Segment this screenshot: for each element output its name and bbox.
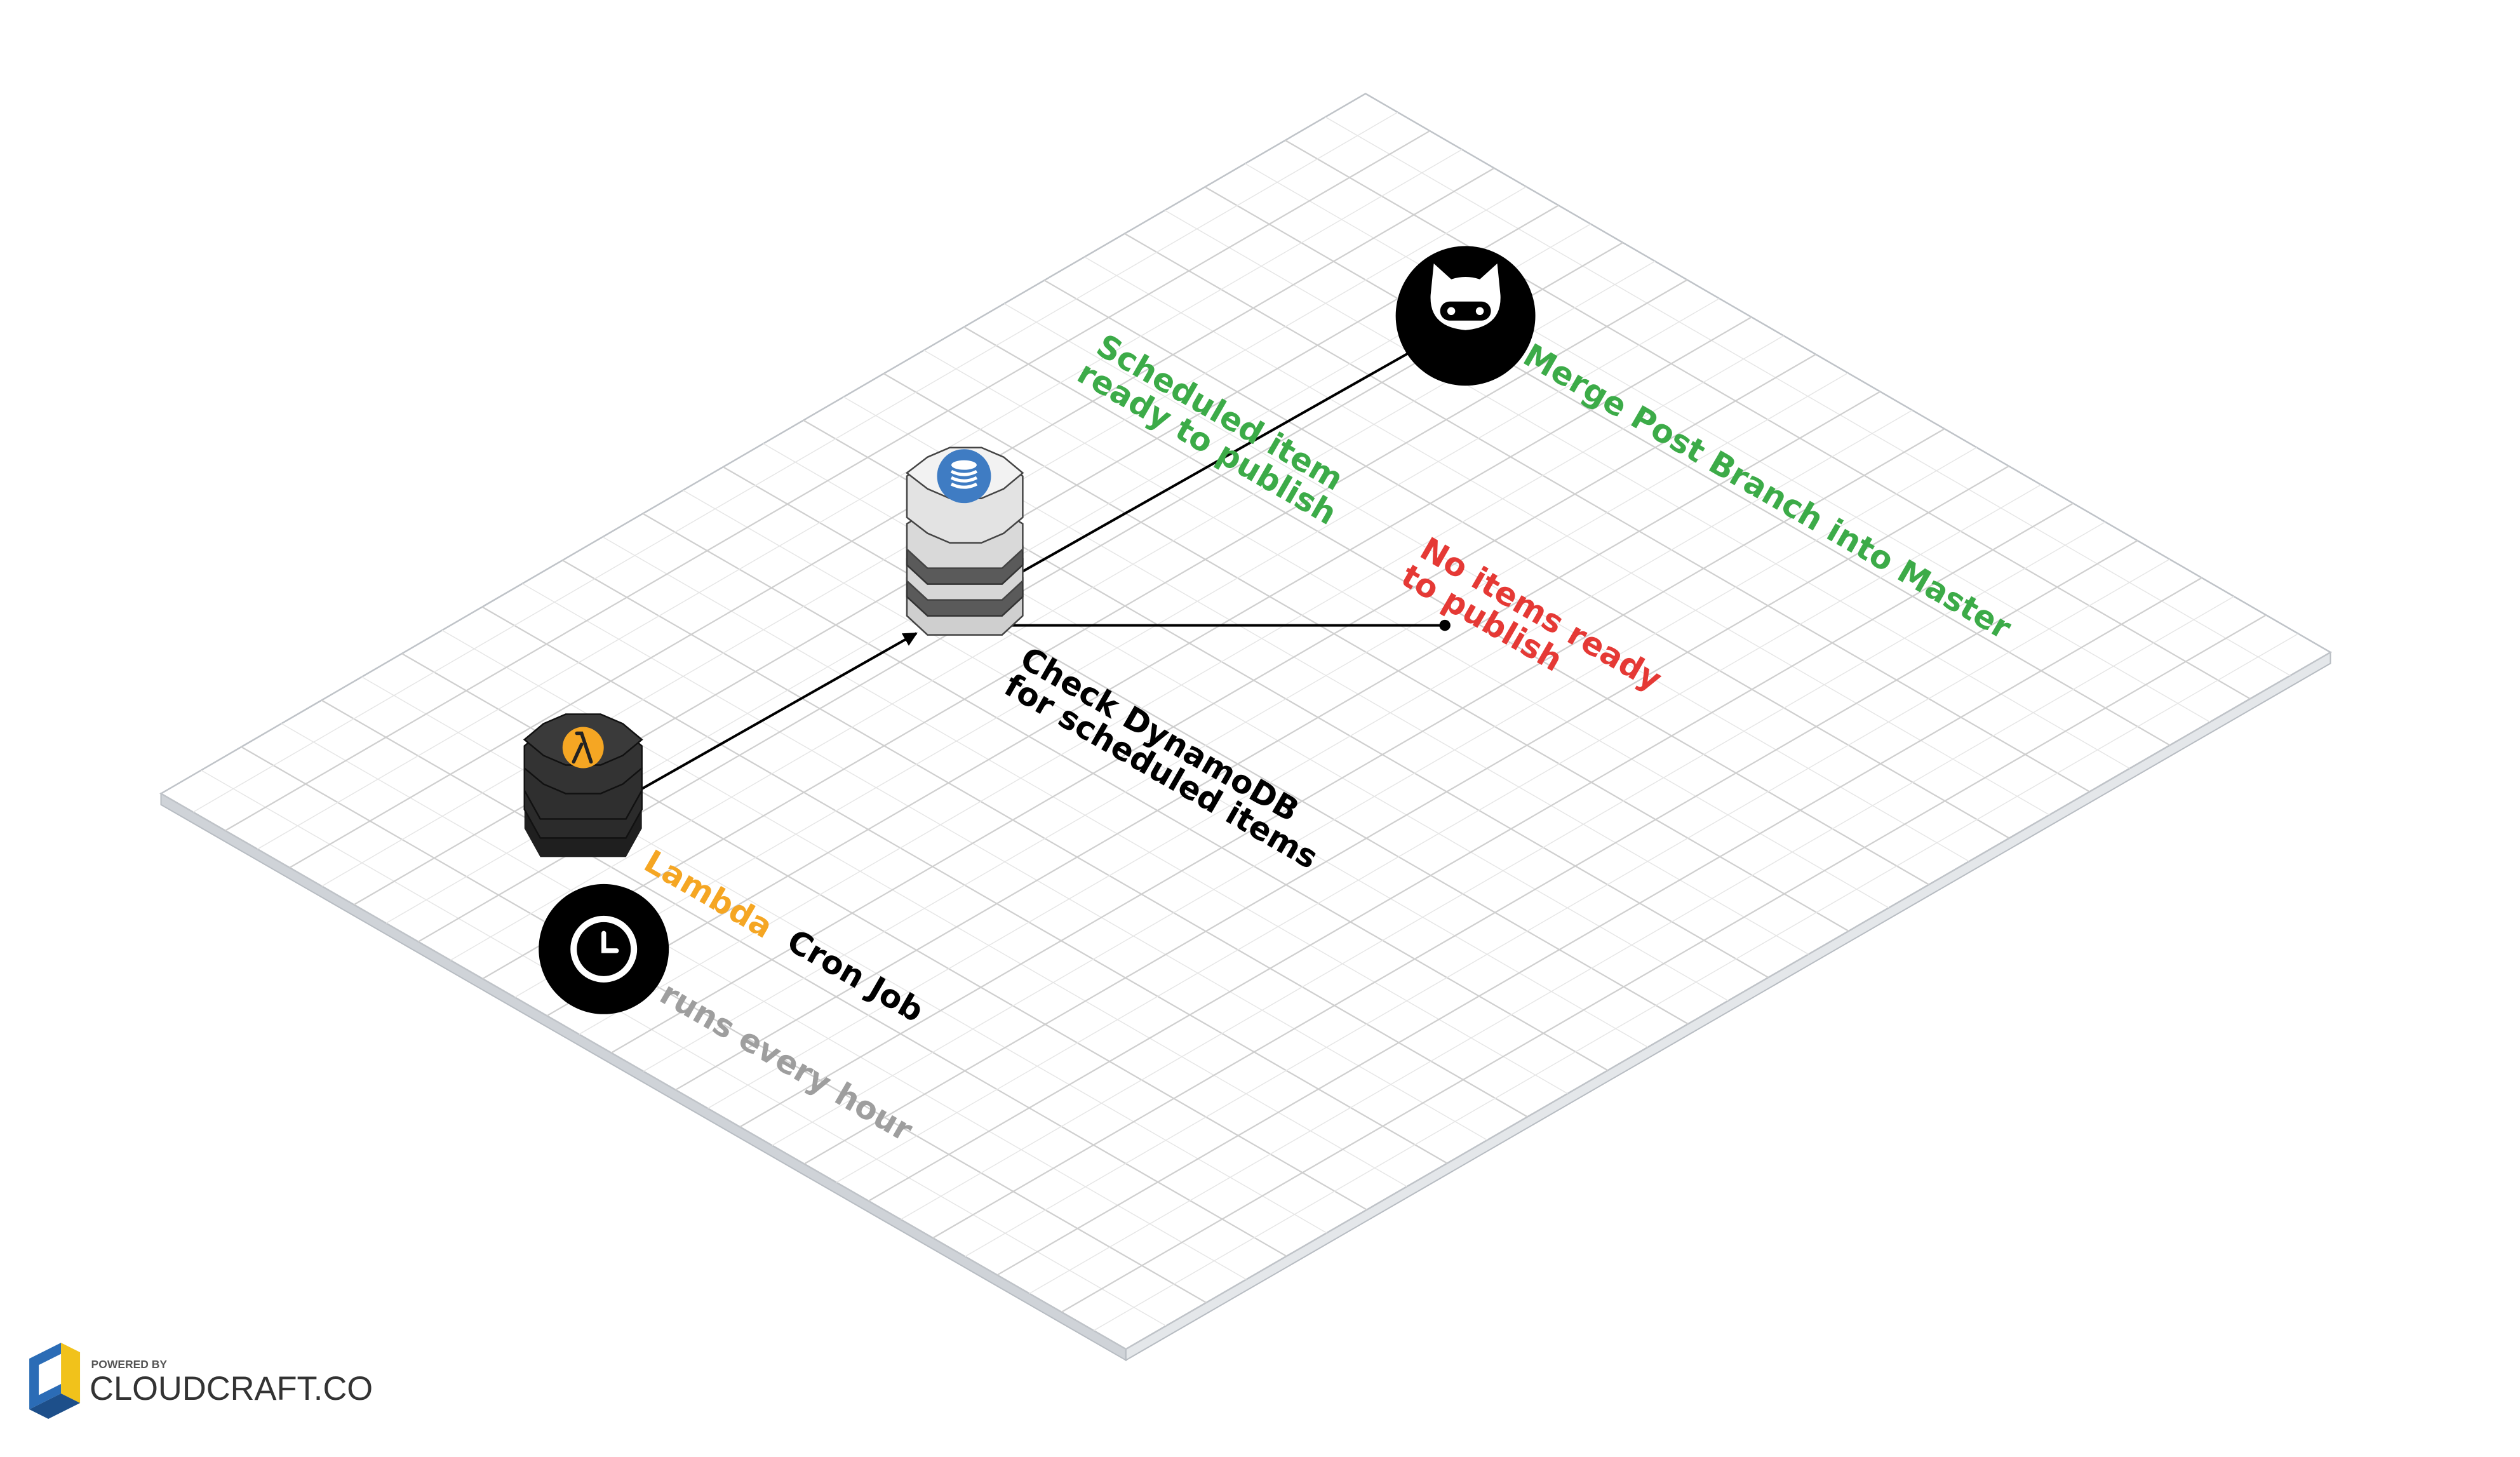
grid-line	[739, 428, 1945, 1128]
grid-line	[868, 502, 2074, 1202]
grid-line	[482, 279, 1688, 979]
grid-line	[932, 540, 2138, 1239]
dynamodb-icon	[937, 449, 991, 504]
grid-line	[1093, 633, 2299, 1331]
grid-line	[1029, 596, 2234, 1294]
platform-top	[159, 92, 2333, 1350]
brand-name: CLOUDCRAFT.CO	[90, 1371, 373, 1407]
grid-line	[1061, 614, 2267, 1313]
cron-node[interactable]	[539, 883, 669, 1014]
grid-line	[579, 335, 1784, 1035]
grid-platform	[159, 92, 2333, 1362]
grid-line	[675, 391, 1881, 1091]
grid-line	[900, 521, 2106, 1220]
dynamodb-node[interactable]	[905, 446, 1024, 636]
cloudcraft-logo-icon	[29, 1343, 81, 1420]
grid-line	[836, 484, 2042, 1183]
grid-line	[996, 577, 2202, 1276]
grid-line	[289, 167, 1495, 869]
grid-line	[225, 130, 1431, 831]
grid-line	[643, 372, 1849, 1072]
grid-line	[707, 410, 1913, 1109]
grid-line	[257, 149, 1463, 850]
lambda-node[interactable]	[523, 713, 643, 857]
grid-line	[772, 446, 1977, 1146]
powered-by-text: POWERED BY	[91, 1358, 168, 1371]
dynamodb-stack	[905, 446, 1024, 636]
grid-line	[965, 558, 2170, 1257]
no-items-endpoint	[1439, 619, 1451, 631]
connectors	[641, 345, 1451, 790]
grid-line	[546, 316, 1752, 1017]
grid-line	[803, 465, 2009, 1165]
arrow-lambda-to-dynamodb	[641, 632, 918, 790]
grid-line	[514, 298, 1720, 998]
lambda-icon	[562, 727, 604, 769]
arrow-dynamodb-to-github	[1022, 345, 1423, 573]
grid-line	[610, 353, 1816, 1054]
branding[interactable]: POWERED BY CLOUDCRAFT.CO	[29, 1343, 373, 1420]
grid-line	[192, 112, 1398, 813]
github-node[interactable]	[1395, 246, 1536, 386]
